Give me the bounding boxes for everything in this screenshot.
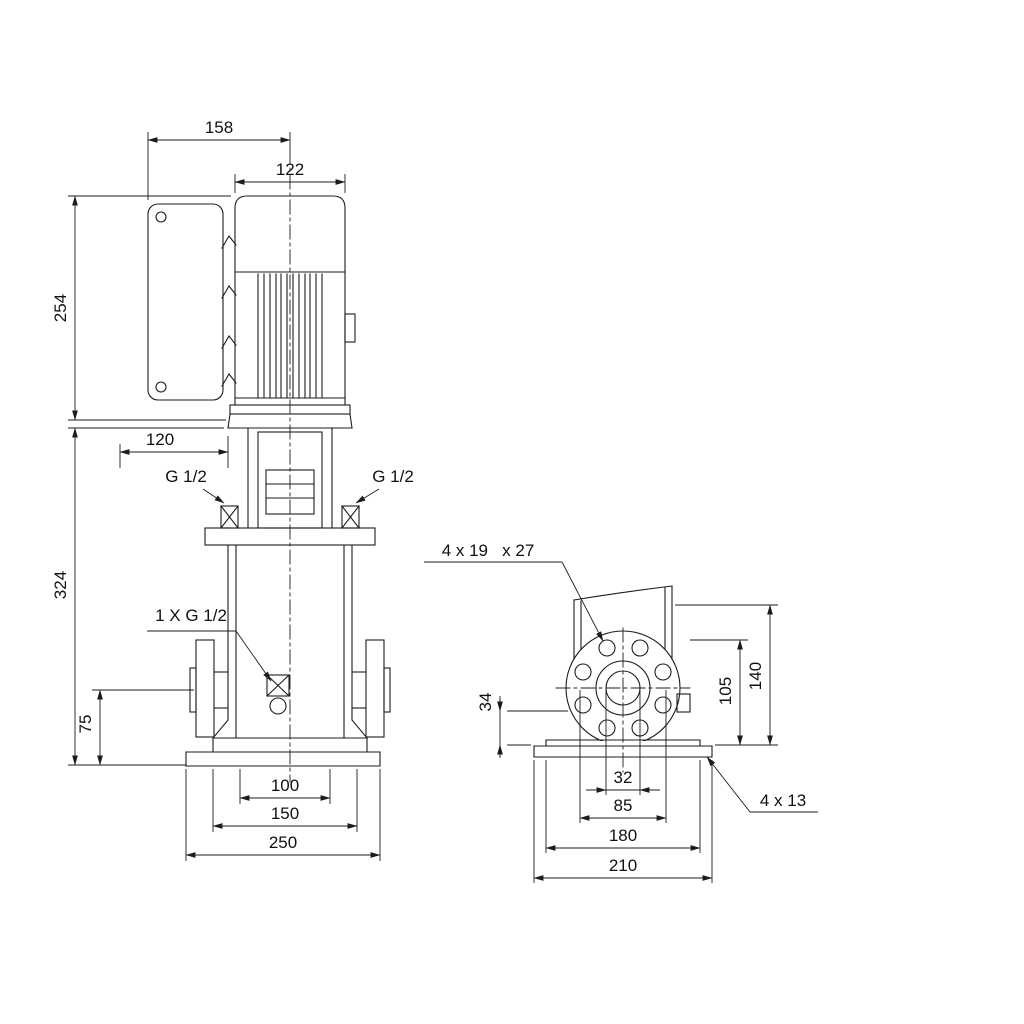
fill-port-right [341, 505, 360, 529]
suction-flange [189, 639, 229, 738]
side-view [528, 585, 718, 773]
pump-head [204, 427, 376, 546]
base-front [185, 719, 381, 767]
dimensions: 158 122 254 120 324 [51, 118, 818, 883]
dim-250-label: 250 [269, 833, 297, 852]
dim-75: 75 [76, 689, 194, 766]
dim-100: 100 [239, 769, 331, 804]
motor-nameplate [344, 313, 356, 343]
break-line [573, 585, 673, 601]
dim-100-label: 100 [271, 776, 299, 795]
dim-34: 34 [476, 693, 568, 758]
bolt-hole [654, 663, 672, 681]
dim-120-label: 120 [146, 430, 174, 449]
label-flange-holes: 4 x 19 x 27 [424, 541, 604, 642]
dim-180-label: 180 [609, 826, 637, 845]
label-port-left: G 1/2 [165, 467, 225, 504]
port-left-label: G 1/2 [165, 467, 207, 486]
bolt-hole [574, 663, 592, 681]
dim-210-label: 210 [609, 856, 637, 875]
side-tab [676, 693, 691, 713]
base-holes-label: 4 x 13 [760, 791, 806, 810]
pump-column [227, 544, 353, 739]
port-right-label: G 1/2 [372, 467, 414, 486]
side-column [573, 585, 673, 669]
dim-122: 122 [234, 160, 346, 193]
bolt-hole [574, 696, 592, 714]
dim-105: 105 [690, 639, 778, 746]
dim-32-label: 32 [614, 768, 633, 787]
cable-glands [221, 235, 237, 387]
dim-32: 32 [586, 690, 660, 795]
dim-150-label: 150 [271, 804, 299, 823]
dim-250: 250 [185, 769, 381, 861]
dim-85-label: 85 [614, 796, 633, 815]
drain-label: 1 X G 1/2 [155, 606, 227, 625]
dim-140: 140 [675, 604, 778, 746]
dim-158: 158 [147, 118, 291, 200]
dim-210: 210 [533, 760, 713, 883]
dim-75-label: 75 [76, 715, 95, 734]
dim-105-label: 105 [716, 677, 735, 705]
dim-122-label: 122 [276, 160, 304, 179]
label-base-holes: 4 x 13 [706, 756, 818, 813]
dim-324: 324 [51, 427, 224, 766]
dim-254-label: 254 [51, 294, 70, 322]
dim-158-label: 158 [205, 118, 233, 137]
dim-324-label: 324 [51, 571, 70, 599]
bolt-hole [654, 696, 672, 714]
drain-plug [266, 674, 290, 715]
terminal-box [147, 203, 224, 401]
discharge-flange [351, 639, 391, 738]
dim-140-label: 140 [746, 662, 765, 690]
dim-34-label: 34 [476, 693, 495, 712]
dim-150: 150 [212, 769, 358, 832]
flange-holes-label: 4 x 19 x 27 [442, 541, 535, 560]
dim-180: 180 [545, 760, 701, 853]
front-view [147, 149, 391, 783]
dim-254: 254 [51, 195, 231, 421]
dim-120: 120 [119, 430, 229, 468]
label-drain: 1 X G 1/2 [147, 606, 272, 682]
fill-port-left [220, 505, 239, 529]
head-flange [204, 527, 376, 546]
coupling [265, 469, 315, 515]
bolt-hole [598, 719, 616, 737]
bolt-hole [631, 639, 649, 657]
label-port-right: G 1/2 [355, 467, 414, 504]
motor [227, 195, 356, 429]
dim-85: 85 [579, 690, 667, 823]
bolt-hole [598, 639, 616, 657]
